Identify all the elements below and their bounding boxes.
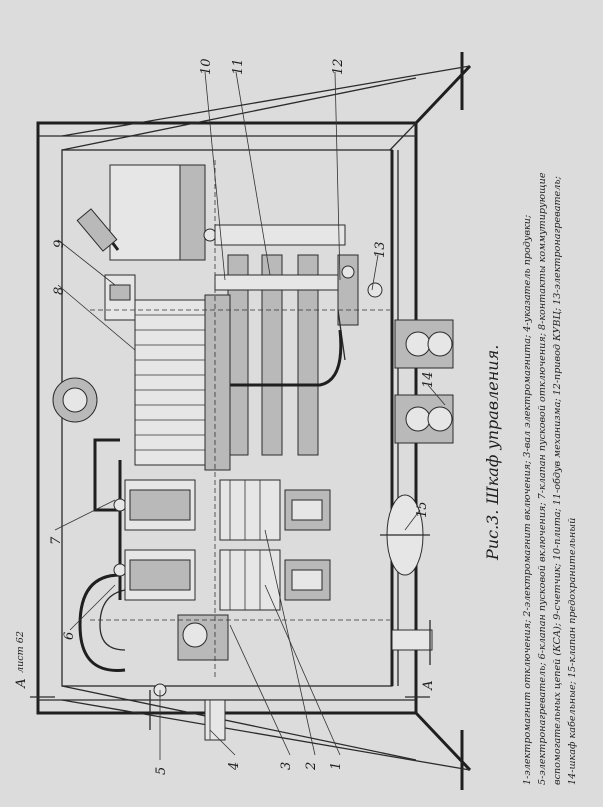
cable-glands xyxy=(367,282,454,665)
callout-13: 13 xyxy=(373,241,388,258)
section-mark-bottom: А xyxy=(421,680,436,691)
callout-4: 4 xyxy=(227,762,242,771)
section-mark-top: А xyxy=(14,678,29,689)
legend-line-4: 14-шкаф кабельные; 15-клапан предохранит… xyxy=(567,518,578,785)
callout-7: 7 xyxy=(49,536,64,545)
section-mark-sheet: лист 62 xyxy=(15,631,26,673)
contacts-block xyxy=(104,274,231,471)
callout-10: 10 xyxy=(199,58,214,75)
leader-lines xyxy=(30,71,446,760)
heater xyxy=(149,614,229,741)
callout-1: 1 xyxy=(329,762,344,770)
callout-2: 2 xyxy=(304,762,319,771)
callout-9: 9 xyxy=(52,240,67,248)
legend: 1-электромагнит отключения; 2-электромаг… xyxy=(522,172,578,785)
legend-line-2: 5-электронагреватель; 6-клапан пусковой … xyxy=(537,172,548,785)
centerlines xyxy=(90,160,390,680)
cabinet-frame xyxy=(36,52,472,790)
callout-3: 3 xyxy=(279,762,294,770)
upper-block xyxy=(76,164,359,456)
section-marks: А лист 62 А xyxy=(14,631,436,691)
callout-15: 15 xyxy=(415,501,430,518)
callout-11: 11 xyxy=(231,58,246,75)
figure-caption: Рис.3. Шкаф управления. xyxy=(483,345,502,561)
callout-numbers: 1 2 3 4 5 6 7 8 9 10 11 12 13 14 15 xyxy=(49,58,436,775)
callout-12: 12 xyxy=(331,58,346,75)
callout-5: 5 xyxy=(154,767,169,775)
callout-8: 8 xyxy=(52,287,67,295)
valve-assemblies xyxy=(124,479,331,611)
callout-14: 14 xyxy=(421,371,436,388)
callout-6: 6 xyxy=(62,632,77,640)
legend-line-3: вспомогательных цепей (КСА); 9-счетчик; … xyxy=(552,176,563,785)
legend-line-1: 1-электромагнит отключения; 2-электромаг… xyxy=(522,215,533,785)
